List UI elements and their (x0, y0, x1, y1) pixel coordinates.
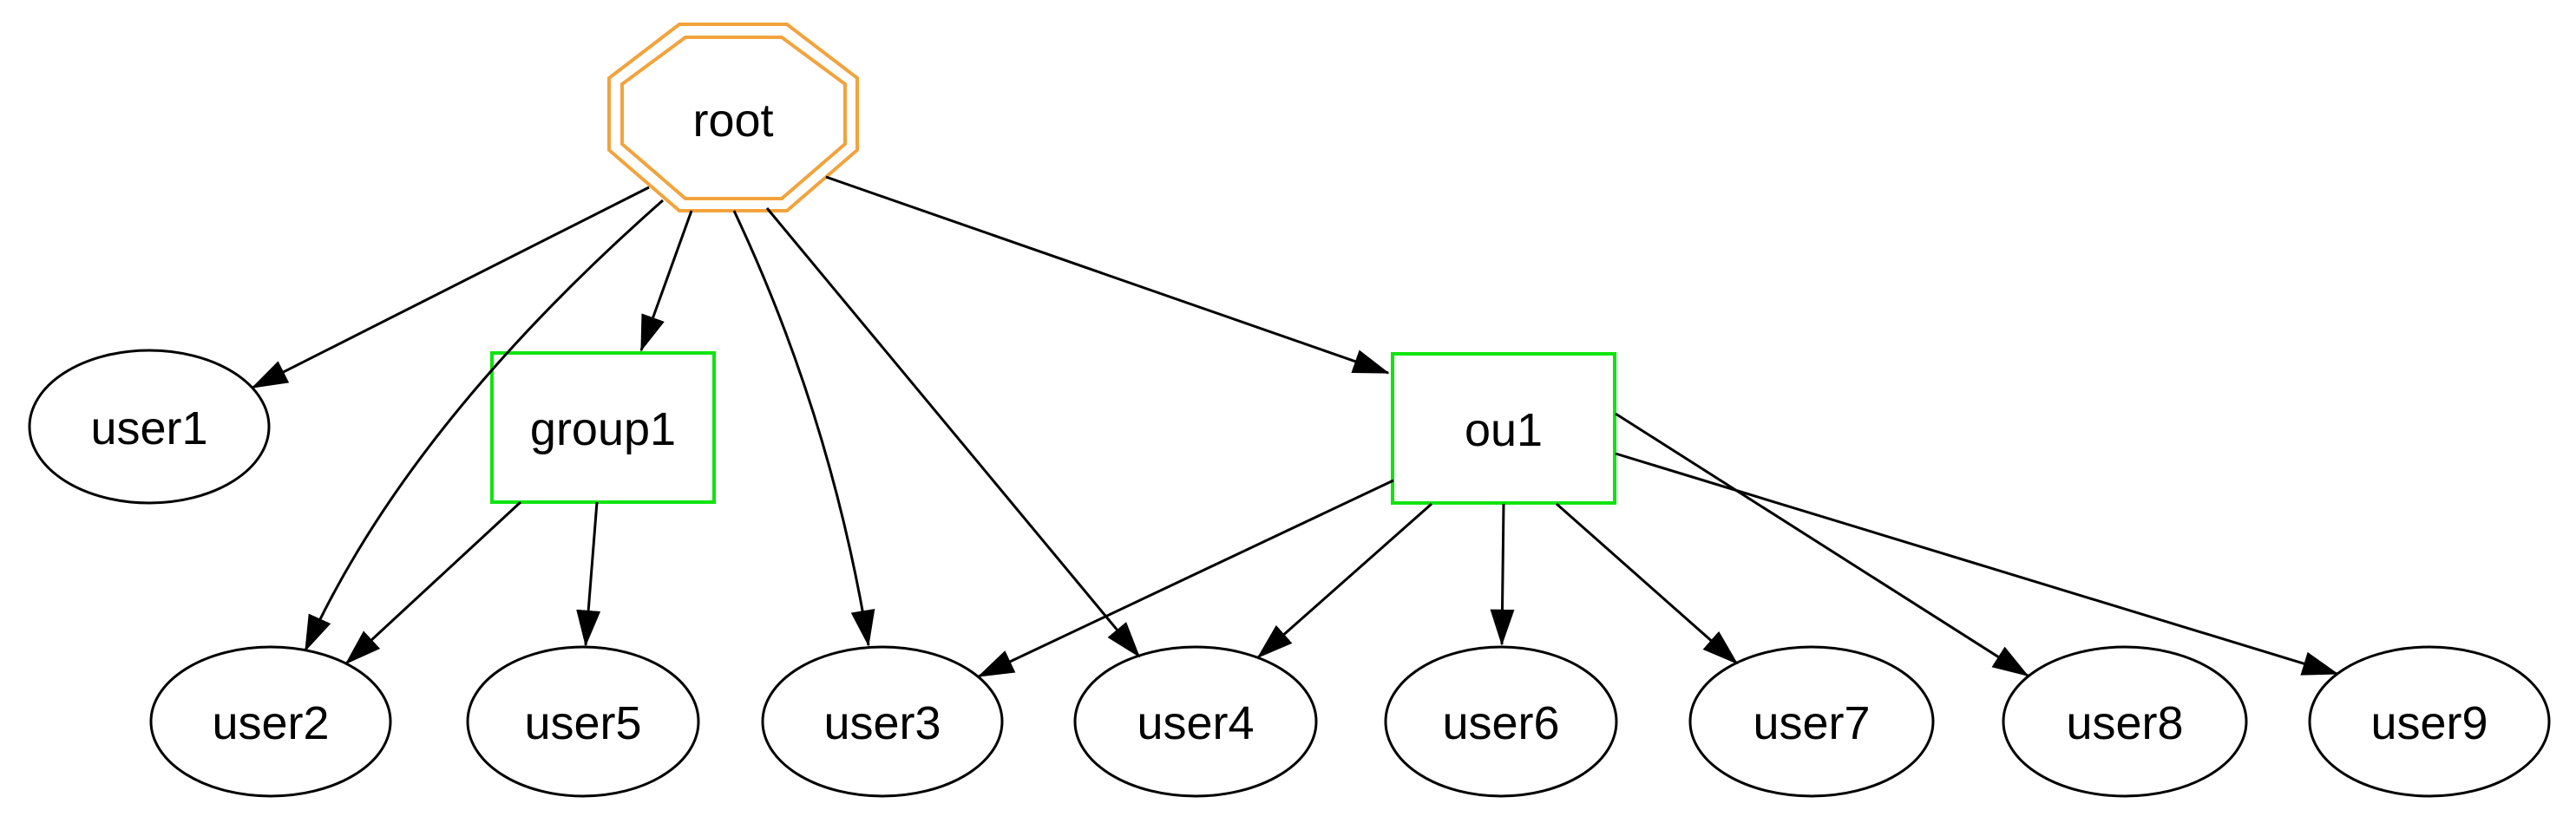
edge-root-user2 (304, 199, 664, 652)
edge-ou1-user4 (1256, 502, 1432, 659)
node-user2-shape (149, 645, 392, 798)
node-user4-shape (1073, 645, 1318, 798)
node-user2-label: user2 (212, 697, 329, 749)
node-user8-shape (2002, 645, 2248, 798)
edges-layer (251, 175, 2339, 678)
edge-root-user1 (251, 186, 650, 389)
edge-ou1-user6 (1490, 503, 1515, 646)
node-user1-shape (28, 349, 271, 505)
node-user3-label: user3 (823, 697, 941, 749)
node-group1-shape (490, 351, 716, 504)
node-user7-shape (1688, 645, 1935, 798)
node-user3-shape (761, 645, 1004, 798)
edge-root-group1 (639, 210, 693, 352)
edge-ou1-user9 (1615, 452, 2339, 676)
edge-group1-user5 (576, 501, 601, 647)
node-user4-label: user4 (1137, 697, 1254, 749)
node-ou1-label: ou1 (1465, 404, 1543, 456)
node-group1-label: group1 (530, 403, 676, 455)
node-user6-shape (1384, 645, 1618, 798)
node-user6-label: user6 (1442, 697, 1559, 749)
edge-ou1-user7 (1556, 502, 1739, 665)
node-ou1-shape (1391, 352, 1616, 505)
node-user7-label: user7 (1753, 697, 1870, 749)
node-user5-label: user5 (524, 697, 641, 749)
edge-root-user4 (765, 207, 1141, 658)
node-user8-label: user8 (2066, 697, 2183, 749)
node-user1-label: user1 (90, 402, 207, 454)
edge-root-user3 (732, 210, 875, 647)
node-root-inner-octagon (620, 36, 847, 200)
labels-layer: root group1 ou1 user1 user2 user5 user3 user4 us… (90, 95, 2488, 749)
edge-group1-user2 (344, 500, 522, 665)
edge-root-ou1 (825, 175, 1390, 375)
node-user9-label: user9 (2370, 697, 2488, 749)
node-user5-shape (466, 645, 700, 798)
edge-ou1-user3 (977, 479, 1394, 678)
node-user9-shape (2308, 645, 2551, 798)
edge-ou1-user8 (1615, 412, 2029, 677)
nodes-layer (28, 23, 2551, 798)
node-root-label: root (692, 95, 773, 147)
